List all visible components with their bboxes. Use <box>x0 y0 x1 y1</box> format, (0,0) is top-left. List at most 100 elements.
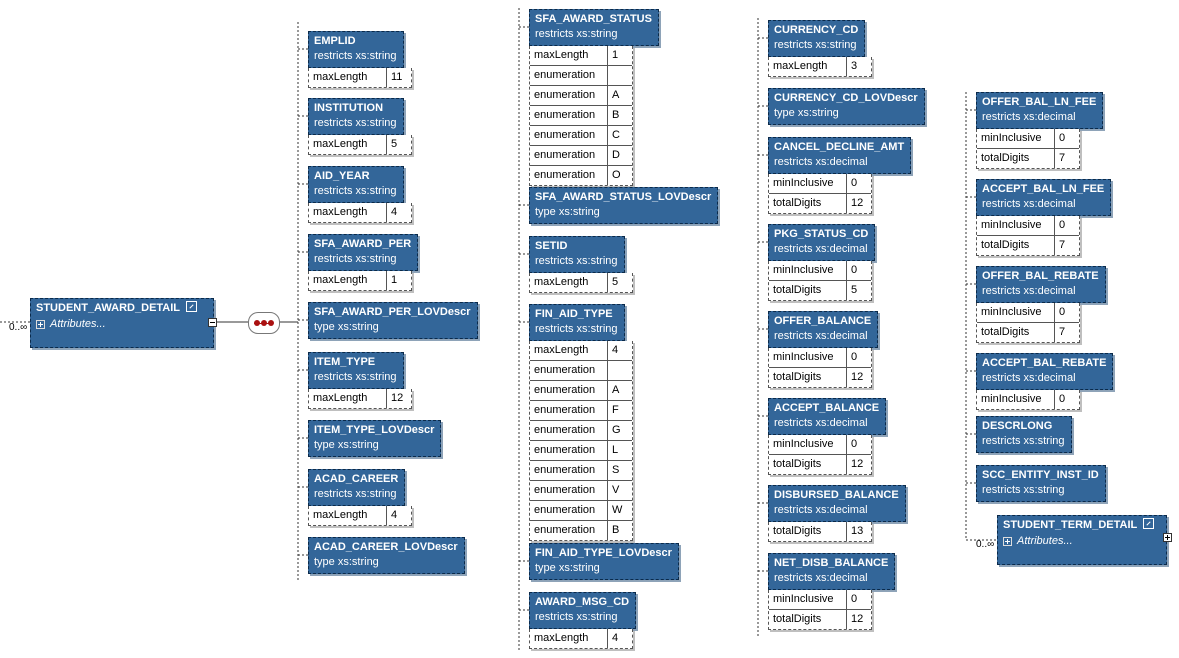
element-type: restricts xs:string <box>314 253 397 265</box>
sequence-dot <box>254 320 260 326</box>
facet-name: totalDigits <box>769 368 847 387</box>
facet-value: 0 <box>1059 219 1066 231</box>
facet-value: 12 <box>851 371 864 383</box>
sequence-compositor[interactable] <box>248 312 280 334</box>
facet-name: enumeration <box>530 441 608 460</box>
facet-value: 0 <box>1059 306 1066 318</box>
element-name: INSTITUTION <box>314 102 384 114</box>
facet-value <box>608 361 632 380</box>
facet-name: maxLength <box>769 57 847 76</box>
facet-name: totalDigits <box>769 194 847 213</box>
reference-icon <box>1143 518 1155 529</box>
child-element-student-term-detail[interactable]: STUDENT_TERM_DETAIL Attributes... <box>997 515 1167 565</box>
facet-name: minInclusive <box>769 348 847 367</box>
facet-name: minInclusive <box>977 303 1055 322</box>
element-name: ITEM_TYPE_LOVDescr <box>314 424 435 436</box>
attributes-toggle[interactable]: Attributes... <box>36 317 207 332</box>
facet-name: enumeration <box>530 86 608 105</box>
facet-row: totalDigits 12 <box>769 367 871 387</box>
root-element[interactable]: STUDENT_AWARD_DETAIL Attributes... <box>30 298 214 348</box>
element-name: CURRENCY_CD <box>774 24 859 36</box>
element-name: NET_DISB_BALANCE <box>774 557 889 569</box>
facet-value: 12 <box>851 197 864 209</box>
attributes-toggle[interactable]: Attributes... <box>1003 534 1160 549</box>
expand-icon[interactable] <box>1163 533 1172 542</box>
element-type: restricts xs:string <box>982 435 1065 447</box>
facet-name: maxLength <box>530 46 608 65</box>
facet-value: D <box>612 149 620 161</box>
facet-name: totalDigits <box>977 323 1055 342</box>
root-element-name: STUDENT_AWARD_DETAIL <box>36 302 181 314</box>
facet-value: 0 <box>851 264 858 276</box>
expand-icon <box>36 320 45 329</box>
facet-value: 4 <box>391 206 398 218</box>
facet-value: 0 <box>1059 132 1066 144</box>
element-type: restricts xs:decimal <box>982 198 1076 210</box>
facet-value: 1 <box>391 274 398 286</box>
facet-name: enumeration <box>530 66 608 85</box>
facet-value: 4 <box>612 344 619 356</box>
facet-value: 7 <box>1059 239 1066 251</box>
collapse-icon[interactable] <box>208 318 217 327</box>
facet-name: enumeration <box>530 421 608 440</box>
element-type: type xs:string <box>314 321 379 333</box>
facet-name: totalDigits <box>769 281 847 300</box>
element-type: restricts xs:string <box>314 185 397 197</box>
facet-value: B <box>612 109 620 121</box>
facet-value: S <box>612 464 620 476</box>
